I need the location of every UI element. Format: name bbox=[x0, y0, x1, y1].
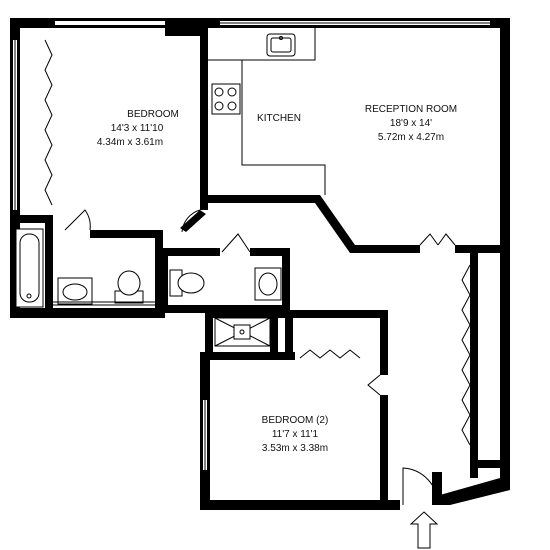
windows bbox=[13, 21, 490, 470]
room-size-imperial: 18'9 x 14' bbox=[390, 118, 432, 129]
outer-walls bbox=[10, 18, 510, 510]
toilet-icon-2 bbox=[169, 269, 205, 297]
room-size-metric: 5.72m x 4.27m bbox=[378, 132, 444, 143]
room-label-kitchen: KITCHEN bbox=[257, 113, 301, 124]
room-name: KITCHEN bbox=[257, 113, 301, 124]
toilet-icon bbox=[114, 270, 144, 304]
room-label-bedroom-2: BEDROOM (2) 11'7 x 11'1 3.53m x 3.38m bbox=[262, 415, 329, 454]
interior-walls bbox=[10, 18, 505, 505]
room-name: RECEPTION ROOM bbox=[365, 104, 457, 115]
basin-icon-2 bbox=[254, 267, 282, 301]
room-size-metric: 4.34m x 3.61m bbox=[97, 137, 163, 148]
room-size-imperial: 14'3 x 11'10 bbox=[111, 123, 164, 134]
arrow-up-outline-icon bbox=[409, 511, 439, 549]
hob-icon bbox=[211, 83, 241, 115]
doors bbox=[44, 39, 471, 506]
room-size-imperial: 11'7 x 11'1 bbox=[272, 429, 319, 440]
basin-icon bbox=[57, 277, 93, 305]
room-label-bedroom: BEDROOM 14'3 x 11'10 4.34m x 3.61m bbox=[97, 109, 179, 148]
room-size-metric: 3.53m x 3.38m bbox=[262, 443, 328, 454]
shower-icon bbox=[214, 317, 271, 347]
room-label-reception: RECEPTION ROOM 18'9 x 14' 5.72m x 4.27m bbox=[365, 104, 457, 143]
kitchen-counter bbox=[208, 28, 326, 195]
sink-icon bbox=[266, 33, 296, 57]
bathtub-icon bbox=[15, 228, 44, 308]
room-name: BEDROOM (2) bbox=[262, 415, 329, 426]
room-name: BEDROOM bbox=[127, 109, 179, 120]
